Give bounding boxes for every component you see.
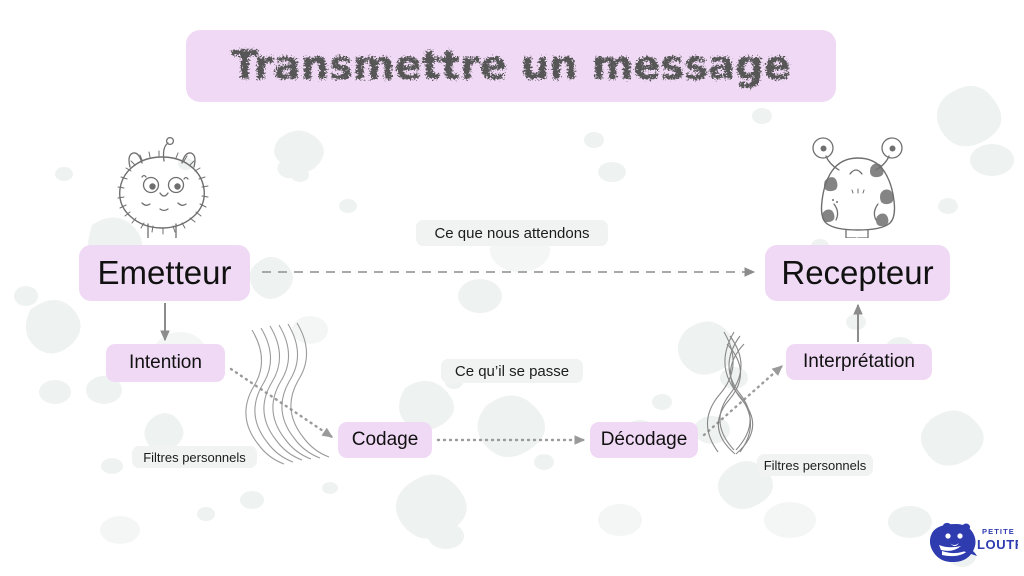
title-text: Transmettre un message bbox=[231, 43, 791, 89]
arrow-intention-to-codage bbox=[229, 367, 334, 439]
node-emetteur[interactable]: Emetteur bbox=[79, 245, 250, 301]
otter-head-icon bbox=[930, 522, 977, 562]
filter-squiggle-left bbox=[245, 322, 330, 465]
logo-line2: LOUTRE bbox=[977, 537, 1018, 552]
node-intention[interactable]: Intention bbox=[106, 344, 225, 382]
caption-expected: Ce que nous attendons bbox=[416, 220, 608, 246]
filter-squiggle-right bbox=[706, 331, 754, 455]
node-interpretation[interactable]: Interprétation bbox=[786, 344, 932, 380]
logo-line1: PETITE bbox=[982, 527, 1015, 536]
brand-logo: PETITE LOUTRE bbox=[930, 522, 1018, 562]
caption-filters-right: Filtres personnels bbox=[757, 454, 873, 476]
arrow-decodage-to-interpretation bbox=[702, 364, 784, 437]
node-recepteur[interactable]: Recepteur bbox=[765, 245, 950, 301]
node-decodage[interactable]: Décodage bbox=[590, 422, 698, 458]
caption-filters-left: Filtres personnels bbox=[132, 446, 257, 468]
page-title: Transmettre un message bbox=[186, 30, 836, 102]
receiver-character-illustration bbox=[812, 137, 903, 238]
title-banner-background bbox=[186, 30, 836, 102]
emitter-character-illustration bbox=[117, 136, 209, 238]
node-codage[interactable]: Codage bbox=[338, 422, 432, 458]
caption-actual: Ce qu’il se passe bbox=[441, 359, 583, 383]
